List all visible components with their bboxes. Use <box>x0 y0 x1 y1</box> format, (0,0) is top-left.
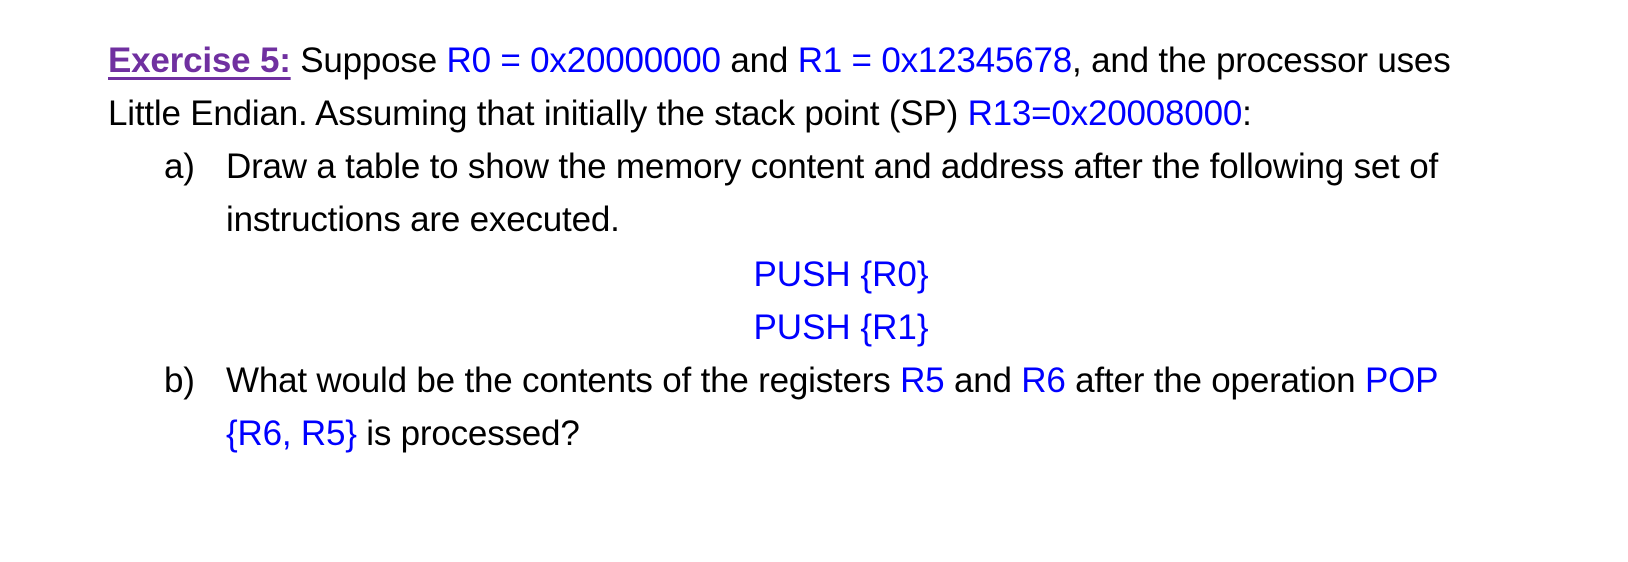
list-marker-b: b) <box>164 361 195 400</box>
list-item-b-text-2: and <box>944 361 1022 400</box>
list-item-a: a) Draw a table to show the memory conten… <box>164 140 1456 246</box>
register-r13-value: R13=0x20008000 <box>967 94 1243 133</box>
exercise-label: Exercise 5: <box>108 41 291 80</box>
exercise-body: Exercise 5: Suppose R0 = 0x20000000 and … <box>108 34 1508 460</box>
list-item-b: b) What would be the contents of the regi… <box>164 354 1456 460</box>
question-text-2: and <box>720 41 798 80</box>
instruction-push-r0: PUSH {R0} <box>753 255 929 294</box>
question-text-4: : <box>1242 94 1252 133</box>
instruction-push-r1: PUSH {R1} <box>753 308 929 347</box>
question-text-3: , and the processor uses Little Endian. … <box>108 41 1451 133</box>
question-text-1: Suppose <box>290 41 447 80</box>
question-stem-paragraph: Exercise 5: Suppose R0 = 0x20000000 and … <box>108 34 1508 140</box>
instruction-pop: POP {R6, R5} <box>226 361 1438 453</box>
register-r6: R6 <box>1021 361 1066 400</box>
register-r5: R5 <box>900 361 945 400</box>
list-item-b-text-3: after the operation <box>1065 361 1365 400</box>
register-r1-value: R1 = 0x12345678 <box>797 41 1073 80</box>
list-item-a-text: Draw a table to show the memory content … <box>226 147 1438 239</box>
list-item-b-text-1: What would be the contents of the regist… <box>226 361 901 400</box>
list-marker-a: a) <box>164 147 195 186</box>
register-r0-value: R0 = 0x20000000 <box>446 41 722 80</box>
list-item-b-text-4: is processed? <box>356 414 580 453</box>
sub-question-list: a) Draw a table to show the memory conten… <box>108 140 1508 460</box>
